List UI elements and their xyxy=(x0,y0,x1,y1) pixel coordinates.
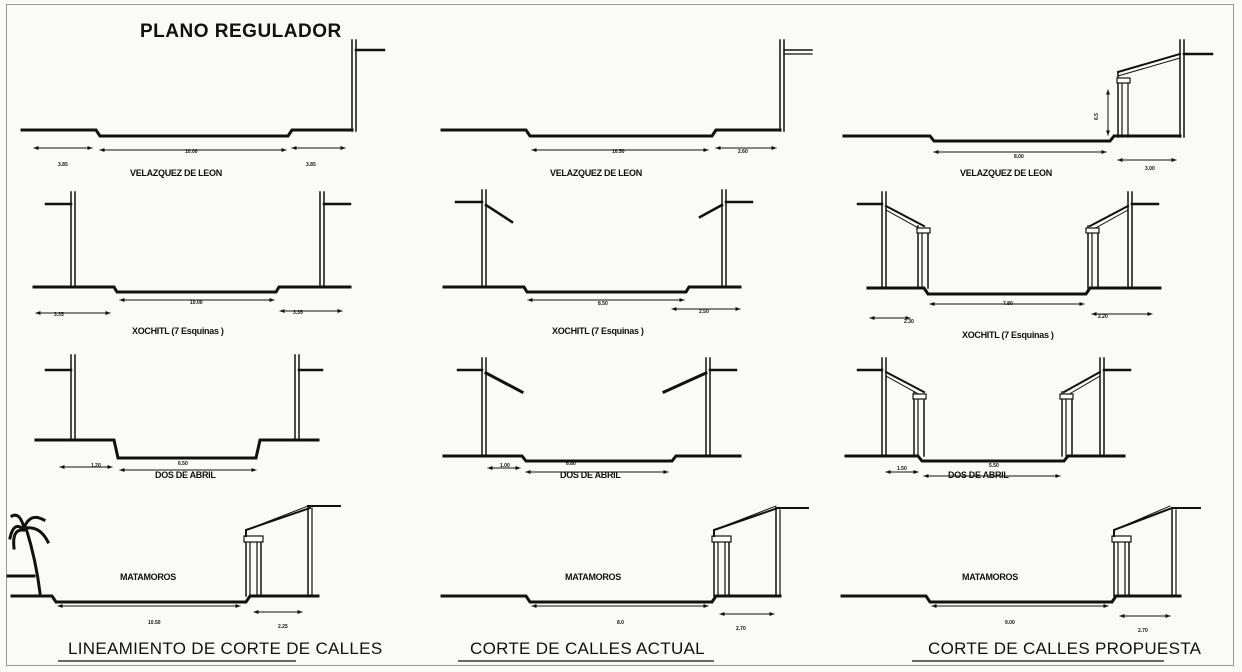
dimension-value: 10.50 xyxy=(148,620,161,626)
column-title-actual: CORTE DE CALLES ACTUAL xyxy=(470,639,705,658)
dimension-value: 2.70 xyxy=(1138,628,1148,634)
column-title-propuesta: CORTE DE CALLES PROPUESTA xyxy=(928,639,1202,658)
section-matamoros-propuesta xyxy=(840,505,1201,618)
section-xochitl-lineamiento xyxy=(32,191,352,315)
street-label: XOCHITL (7 Esquinas ) xyxy=(132,326,224,336)
street-label: VELAZQUEZ DE LEON xyxy=(550,168,642,178)
street-label: VELAZQUEZ DE LEON xyxy=(130,168,222,178)
dimension-value: 1.50 xyxy=(897,466,907,472)
dimension-value: 8.00 xyxy=(1014,154,1024,160)
street-label: DOS DE ABRIL xyxy=(948,470,1009,480)
street-label: MATAMOROS xyxy=(565,572,621,582)
dimension-value: 3.85 xyxy=(58,162,68,168)
sheet-title: PLANO REGULADOR xyxy=(140,21,342,42)
section-matamoros-lineamiento xyxy=(6,505,341,614)
section-velazquez-propuesta xyxy=(842,39,1214,162)
section-drawings xyxy=(6,39,1214,618)
section-velazquez-actual xyxy=(440,39,813,152)
street-label: DOS DE ABRIL xyxy=(560,470,621,480)
dimension-value: 2.30 xyxy=(904,319,914,325)
dimension-value: 9.00 xyxy=(1005,620,1015,626)
dimension-value: 10.00 xyxy=(190,300,203,306)
dimension-value: 8.0 xyxy=(617,620,624,626)
street-label: XOCHITL (7 Esquinas ) xyxy=(552,326,644,336)
street-label: MATAMOROS xyxy=(120,572,176,582)
dimension-value: 3.35 xyxy=(54,312,64,318)
dimension-value: 2.70 xyxy=(736,626,746,632)
section-xochitl-propuesta xyxy=(856,191,1162,320)
sheet-frame xyxy=(6,4,1234,666)
dimension-value: 1.20 xyxy=(91,463,101,469)
dimension-value: 3.00 xyxy=(1145,166,1155,172)
palm-tree-icon xyxy=(6,513,51,595)
dimension-value: 3.35 xyxy=(293,310,303,316)
street-label: XOCHITL (7 Esquinas ) xyxy=(962,330,1054,340)
section-matamoros-actual xyxy=(440,505,809,616)
dimension-value: 10.50 xyxy=(612,149,625,155)
dimension-value: 5.50 xyxy=(989,463,999,469)
dimension-value: 6.80 xyxy=(566,461,576,467)
dimension-value: 2.25 xyxy=(278,624,288,630)
section-dosdeabril-propuesta xyxy=(844,357,1132,478)
street-label: VELAZQUEZ DE LEON xyxy=(960,168,1052,178)
section-xochitl-actual xyxy=(442,189,754,311)
street-label: DOS DE ABRIL xyxy=(155,470,216,480)
dimension-value: 10.00 xyxy=(185,149,198,155)
section-dosdeabril-lineamiento xyxy=(34,354,324,472)
dimension-value: 2.20 xyxy=(1098,314,1108,320)
street-label: MATAMOROS xyxy=(962,572,1018,582)
section-dosdeabril-actual xyxy=(442,357,742,474)
dimension-value: 6.5 xyxy=(1094,113,1100,120)
dimension-value: 8.50 xyxy=(598,301,608,307)
column-title-lineamiento: LINEAMIENTO DE CORTE DE CALLES xyxy=(68,639,382,658)
dimension-value: 6.50 xyxy=(178,461,188,467)
dimension-value: 2.60 xyxy=(738,149,748,155)
section-velazquez-lineamiento xyxy=(20,39,386,152)
dimension-value: 2.50 xyxy=(699,309,709,315)
dimension-value: 3.85 xyxy=(306,162,316,168)
